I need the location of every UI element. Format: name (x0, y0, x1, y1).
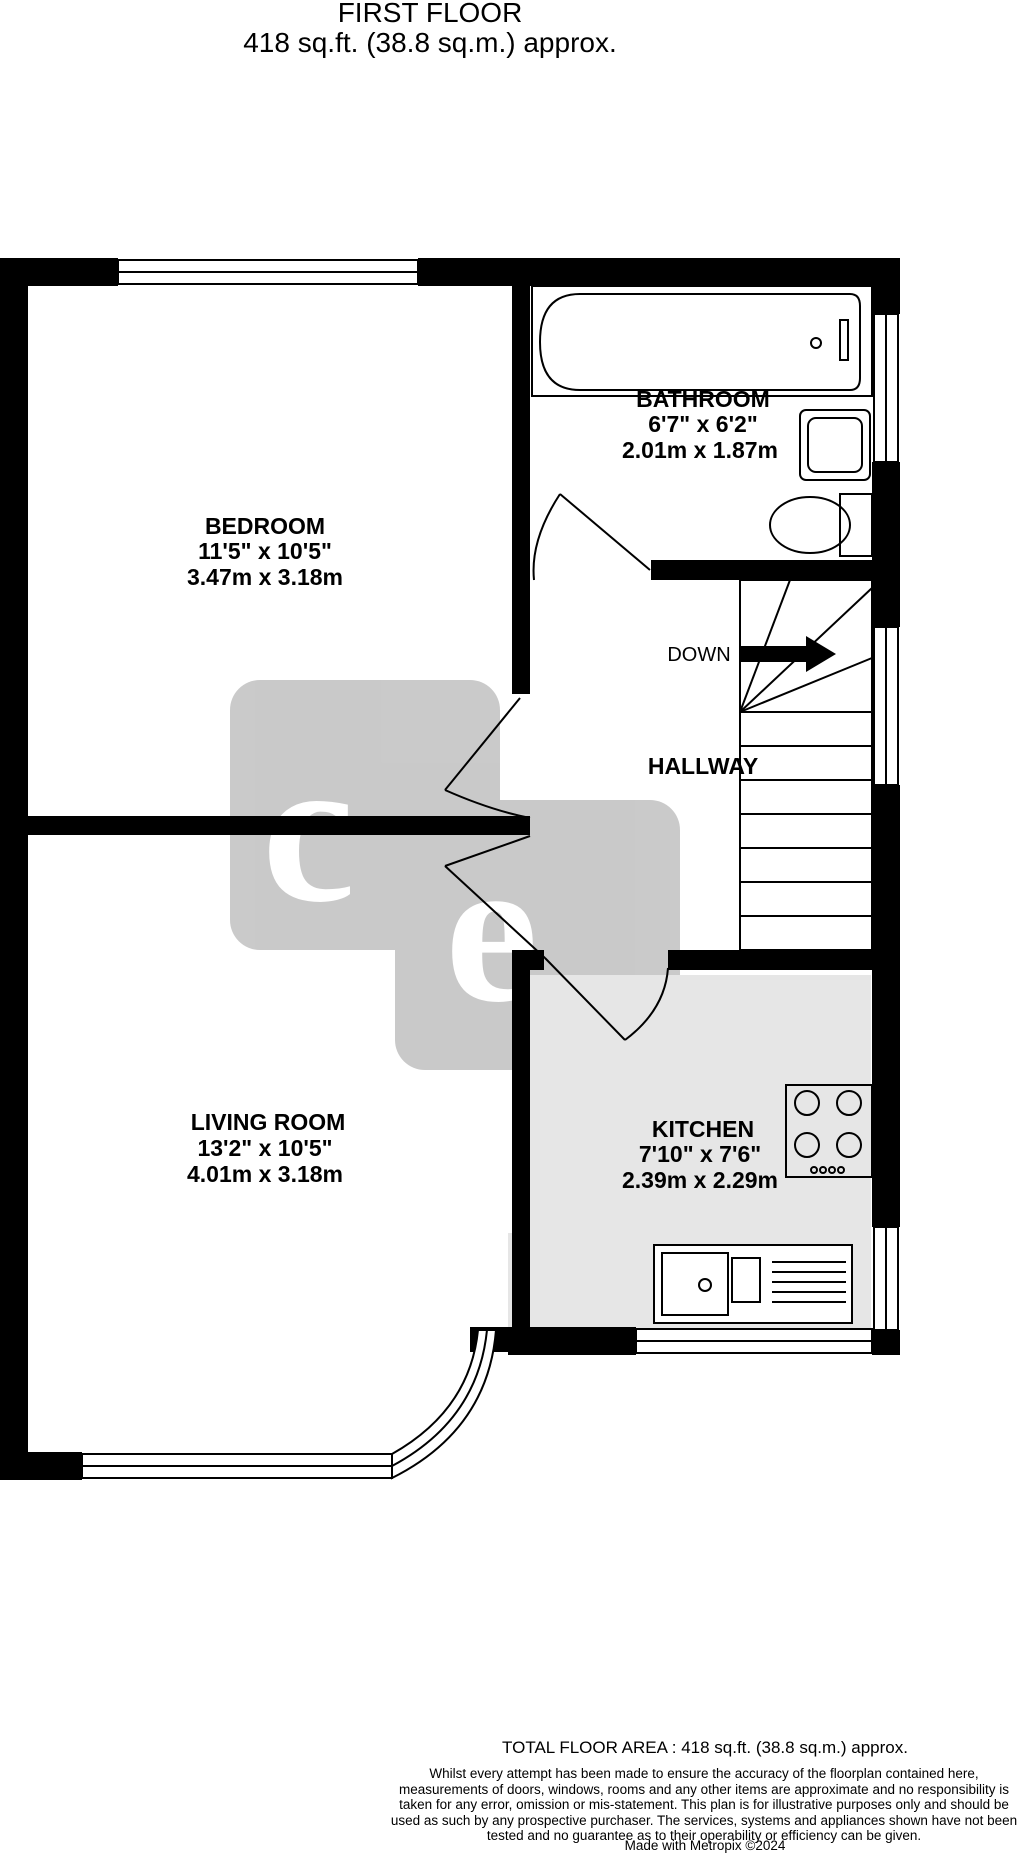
kitchen-sink (653, 1244, 853, 1324)
total-floor-area: TOTAL FLOOR AREA : 418 sq.ft. (38.8 sq.m… (502, 1738, 908, 1757)
disclaimer: Whilst every attempt has been made to en… (390, 1766, 1018, 1843)
windows (81, 259, 899, 1480)
bedroom-name: BEDROOM (205, 513, 325, 539)
made-with: Made with Metropix ©2024 (624, 1838, 786, 1853)
hob (785, 1084, 873, 1178)
bedroom-metric: 3.47m x 3.18m (187, 564, 343, 590)
stairs-down-arrow (740, 636, 836, 672)
bathroom-name: BATHROOM (636, 386, 770, 412)
living-room-imperial: 13'2" x 10'5" (197, 1135, 332, 1161)
floor-plan: c e (0, 258, 900, 1480)
hallway-name: HALLWAY (648, 753, 758, 779)
staircase[interactable] (739, 579, 873, 951)
kitchen-name: KITCHEN (652, 1116, 754, 1142)
kitchen-metric: 2.39m x 2.29m (622, 1167, 778, 1193)
doors (444, 493, 669, 1041)
living-room-name: LIVING ROOM (191, 1109, 346, 1135)
toilet (769, 493, 873, 557)
bedroom-imperial: 11'5" x 10'5" (198, 538, 332, 564)
basin (799, 409, 871, 481)
floor-area: 418 sq.ft. (38.8 sq.m.) approx. (243, 27, 617, 58)
bathroom-metric: 2.01m x 1.87m (622, 437, 778, 463)
kitchen-imperial: 7'10" x 7'6" (639, 1141, 761, 1167)
floor-title: FIRST FLOOR (337, 0, 523, 28)
bath (531, 285, 873, 397)
living-room-metric: 4.01m x 3.18m (187, 1161, 343, 1187)
bathroom-imperial: 6'7" x 6'2" (648, 411, 758, 437)
watermark-logo: c e (230, 680, 680, 1070)
stairs-down-label: DOWN (667, 644, 730, 666)
walls (0, 258, 900, 1480)
